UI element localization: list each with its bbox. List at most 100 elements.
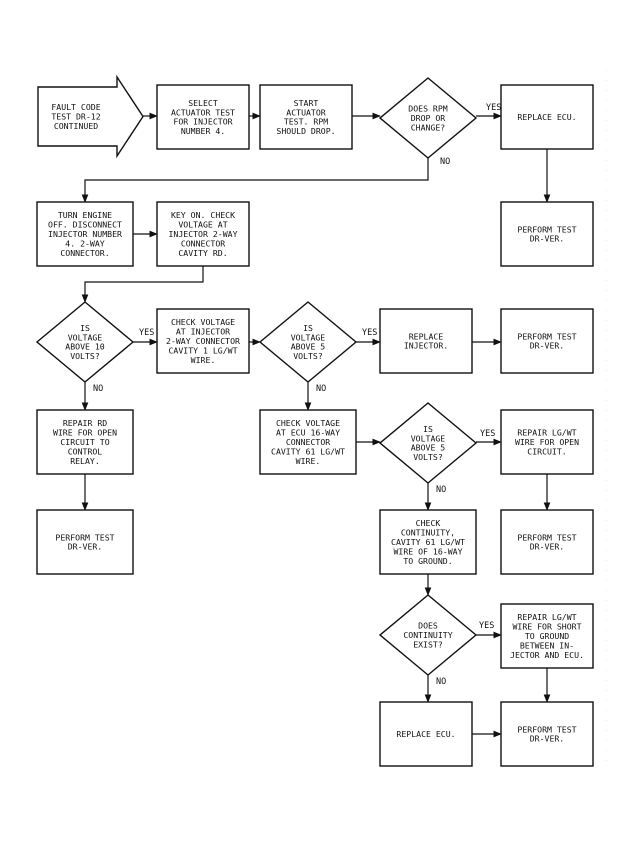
process-box xyxy=(500,409,594,475)
process-box xyxy=(36,509,134,575)
node-label-line: INJECTOR NUMBER xyxy=(48,229,122,239)
node-label-line: CONNECTOR xyxy=(181,238,225,248)
node-label-line: ABOVE 10 xyxy=(65,342,105,352)
node-label-line: KEY ON. CHECK xyxy=(171,210,235,220)
node-replace-ecu1: REPLACE ECU. xyxy=(500,84,594,150)
node-label-line: CONTROL xyxy=(68,446,103,456)
node-label-line: VOLTAGE xyxy=(411,433,446,443)
node-label-line: CHANGE? xyxy=(411,122,446,132)
process-box xyxy=(500,603,594,669)
node-label-line: IS xyxy=(80,323,90,333)
process-box xyxy=(36,201,134,267)
node-label-line: EXIST? xyxy=(413,639,443,649)
node-label-line: CAVITY 1 LG/WT xyxy=(168,345,237,355)
edge-v5_q1-to-replace_inj: YES xyxy=(356,328,381,346)
edge-v5_q2-to-repair_open: YES xyxy=(476,429,502,446)
node-label-line: CHECK VOLTAGE xyxy=(171,317,235,327)
edge-label-no: NO xyxy=(316,384,326,394)
node-label-line: ACTUATOR xyxy=(286,107,326,117)
node-label-line: JECTOR AND ECU. xyxy=(510,650,584,660)
process-box xyxy=(156,84,250,150)
node-replace-ecu2: REPLACE ECU. xyxy=(379,701,473,767)
node-label-line: REPLACE xyxy=(409,331,444,341)
node-label: REPLACE ECU. xyxy=(517,112,576,122)
node-label: REPLACE ECU. xyxy=(396,729,455,739)
node-label-line: IS xyxy=(423,424,433,434)
node-label-line: FAULT CODE xyxy=(51,102,100,112)
node-label-line: PERFORM TEST xyxy=(517,724,576,734)
node-label-line: SHOULD DROP. xyxy=(276,126,335,136)
node-label-line: INJECTOR 2-WAY xyxy=(168,229,237,239)
edge-cont_q-to-replace_ecu2: NO xyxy=(424,675,446,703)
process-box xyxy=(500,201,594,267)
node-label-line: TEST DR-12 xyxy=(51,112,100,122)
node-label-line: PERFORM TEST xyxy=(55,532,114,542)
node-label-line: CONTINUED xyxy=(54,121,98,131)
edge-rpm_q-to-replace_ecu1: YES xyxy=(476,103,502,120)
node-label-line: DOES xyxy=(418,621,438,631)
node-label-line: PERFORM TEST xyxy=(517,224,576,234)
process-box xyxy=(500,308,594,374)
node-label-line: WIRE OF 16-WAY xyxy=(393,546,462,556)
node-label-line: VOLTAGE xyxy=(68,332,103,342)
node-label-line: DR-VER. xyxy=(530,734,565,744)
node-label-line: ABOVE 5 xyxy=(291,342,326,352)
edge-label-no: NO xyxy=(93,384,103,394)
node-label-line: BETWEEN IN- xyxy=(520,640,574,650)
node-label-line: START xyxy=(294,98,319,108)
decision-diamond xyxy=(378,594,478,676)
process-box xyxy=(500,701,594,767)
process-box xyxy=(156,201,250,267)
node-label-line: SELECT xyxy=(188,98,218,108)
node-label-line: CONTINUITY, xyxy=(401,528,455,538)
decision-diamond xyxy=(258,301,358,383)
node-label-line: CIRCUIT. xyxy=(527,446,566,456)
node-label-line: NUMBER 4. xyxy=(181,126,225,136)
node-label-line: INJECTOR. xyxy=(404,341,448,351)
node-label-line: CHECK xyxy=(416,518,441,528)
node-label-line: DROP OR xyxy=(411,113,446,123)
node-label-line: REPAIR LG/WT xyxy=(517,612,576,622)
edge-label-yes: YES xyxy=(486,103,501,113)
node-label-line: AT ECU 16-WAY xyxy=(276,428,340,438)
connector-arrow xyxy=(81,158,429,203)
process-box xyxy=(36,409,134,475)
process-box xyxy=(259,409,357,475)
node-label-line: WIRE FOR OPEN xyxy=(53,428,117,438)
edge-rpm_q-to-turn_off: NO xyxy=(81,157,450,203)
process-box xyxy=(500,84,594,150)
node-label-line: VOLTAGE AT xyxy=(178,220,227,230)
node-label-line: IS xyxy=(303,323,313,333)
node-label-line: DOES RPM xyxy=(408,104,448,114)
edge-key_on-to-v10_q xyxy=(81,266,204,303)
decision-diamond xyxy=(378,402,478,484)
process-box xyxy=(379,701,473,767)
process-box xyxy=(156,308,250,374)
